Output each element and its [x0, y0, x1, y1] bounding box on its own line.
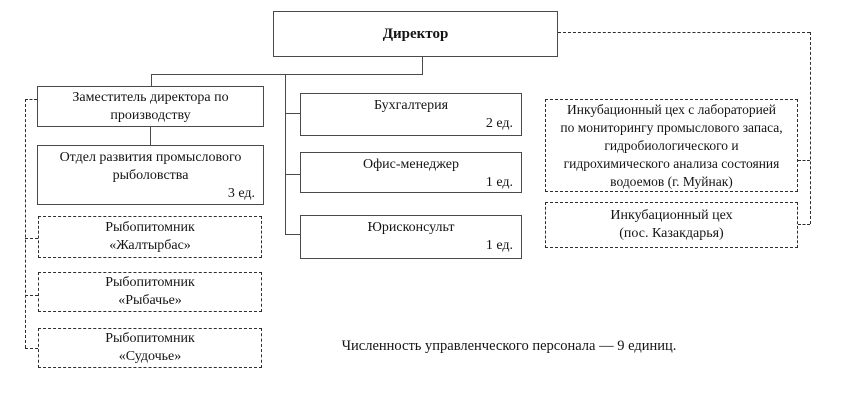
dashed-connector-director-right [558, 32, 810, 33]
box-director: Директор [273, 11, 558, 57]
box-incubation-lab: Инкубационный цех с лабораторией по мони… [545, 99, 798, 192]
dashed-connector-left-spine [25, 99, 26, 348]
box-accounting-label: Бухгалтерия [373, 98, 449, 113]
box-accounting: Бухгалтерия 2 ед. [300, 93, 522, 136]
box-deputy-director: Заместитель директора по производству [37, 86, 264, 127]
box-director-label: Директор [382, 26, 449, 42]
box-hatchery-sudochye: Рыбопитомник «Судочье» [38, 328, 262, 368]
connector-top-horizontal [151, 74, 423, 75]
box-office-manager-label: Офис-менеджер [363, 157, 459, 172]
box-legal-counsel-label: Юрисконсульт [367, 220, 455, 235]
box-legal-counsel-count: 1 ед. [485, 238, 513, 253]
dashed-connector-right-spine [810, 32, 811, 224]
box-fishery-dept: Отдел развития промыслового рыболовства … [37, 145, 264, 205]
box-office-manager: Офис-менеджер 1 ед. [300, 152, 522, 193]
box-incubation-workshop-label: Инкубационный цех (пос. Казакдарья) [610, 208, 733, 241]
dashed-connector-sudochye-stub [25, 348, 38, 349]
box-hatchery-sudochye-label: Рыбопитомник «Судочье» [105, 331, 195, 364]
connector-middle-spine [285, 74, 286, 234]
dashed-connector-rybachye-stub [25, 295, 38, 296]
dashed-connector-incubation-stub [798, 224, 810, 225]
box-accounting-count: 2 ед. [485, 116, 513, 131]
box-fishery-dept-label: Отдел развития промыслового рыболовства [59, 150, 242, 183]
box-office-manager-count: 1 ед. [485, 175, 513, 190]
box-hatchery-rybachye-label: Рыбопитомник «Рыбачье» [105, 275, 195, 308]
box-hatchery-rybachye: Рыбопитомник «Рыбачье» [38, 272, 262, 312]
box-legal-counsel: Юрисконсульт 1 ед. [300, 215, 522, 259]
footnote: Численность управленческого персонала — … [341, 338, 677, 354]
box-hatchery-zhaltyrbas-label: Рыбопитомник «Жалтырбас» [105, 220, 195, 253]
dashed-connector-lab-stub [798, 160, 810, 161]
box-deputy-director-label: Заместитель директора по производству [72, 89, 229, 123]
connector-deputy-dept [150, 127, 151, 145]
box-fishery-dept-count: 3 ед. [227, 186, 255, 201]
connector-office-manager-stub [285, 174, 300, 175]
connector-director-drop [422, 57, 423, 74]
dashed-connector-zhaltyrbas-stub [25, 238, 38, 239]
box-incubation-lab-label: Инкубационный цех с лабораторией по мони… [560, 101, 783, 189]
box-hatchery-zhaltyrbas: Рыбопитомник «Жалтырбас» [38, 216, 262, 258]
dashed-connector-deputy-stub [25, 99, 37, 100]
connector-legal-stub [285, 234, 300, 235]
box-incubation-workshop: Инкубационный цех (пос. Казакдарья) [545, 202, 798, 248]
connector-accounting-stub [285, 113, 300, 114]
connector-deputy-drop [151, 74, 152, 86]
